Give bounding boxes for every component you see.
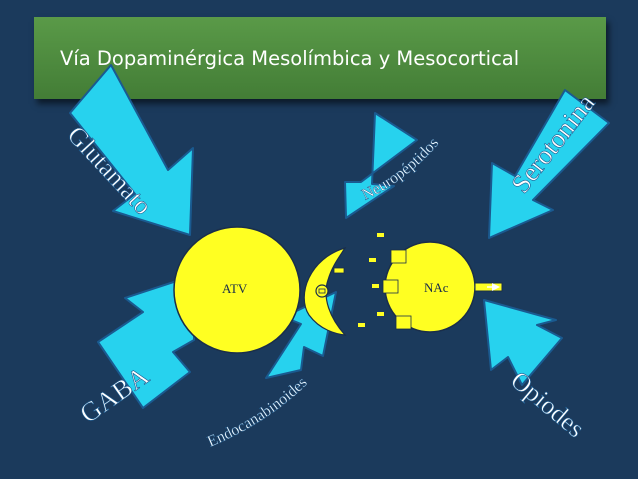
atv-neuron [173, 226, 301, 354]
dopamine-molecule [372, 284, 379, 288]
nac-receptor-mid [382, 279, 399, 294]
dopamine-molecule [377, 233, 384, 237]
arrow-neuropeptidos [344, 112, 418, 219]
dopamine-molecule [377, 312, 384, 316]
nac-receptor-top [390, 249, 407, 264]
label-endocanabinoides-path: Endocanabinoides [205, 374, 311, 451]
atv-label: ATV [222, 281, 248, 296]
receptor-icon [315, 284, 329, 298]
nac-receptor-bottom [395, 315, 412, 330]
vesicle-marker [333, 267, 345, 274]
label-endocanabinoides: Endocanabinoides [205, 374, 311, 451]
receptor-icon-inner [318, 288, 326, 294]
dopamine-molecule [369, 258, 376, 262]
dopamine-molecule [358, 323, 365, 327]
arrow-glutamato [69, 64, 194, 236]
arrow-opiodes [483, 299, 563, 386]
nac-label: NAc [424, 280, 449, 295]
title-bar: Vía Dopaminérgica Mesolímbica y Mesocort… [34, 17, 606, 99]
slide-title: Vía Dopaminérgica Mesolímbica y Mesocort… [60, 46, 520, 70]
label-opiodes: Opiodes [505, 365, 590, 443]
arrow-serotonina [488, 89, 610, 239]
